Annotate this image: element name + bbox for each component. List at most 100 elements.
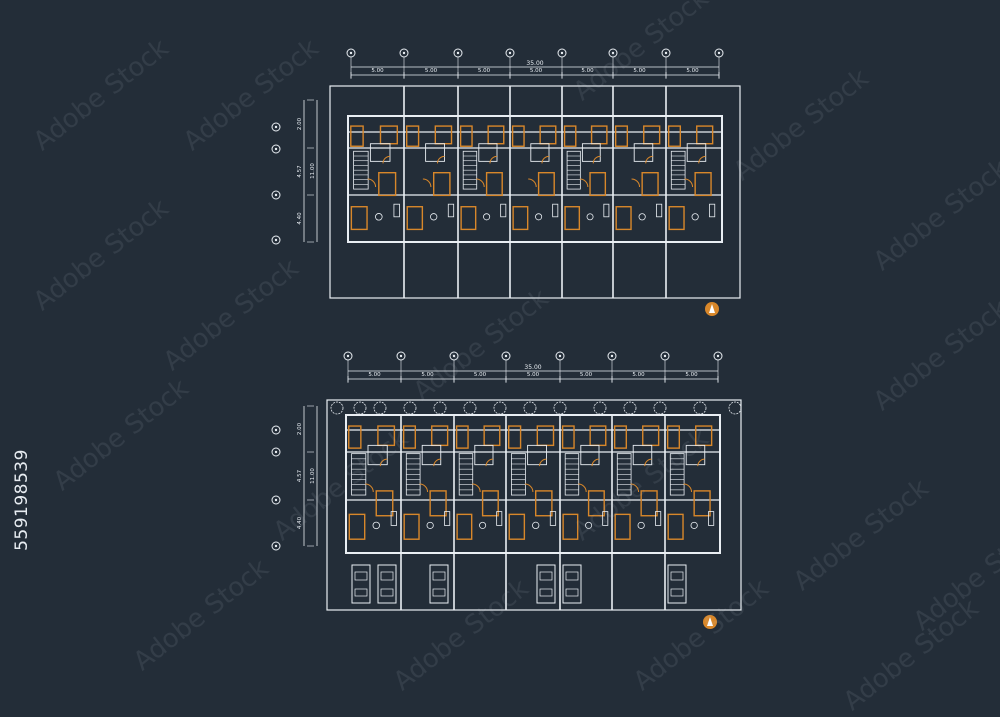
car-rear-window [354, 588, 368, 597]
grid-axis-dot [274, 498, 278, 502]
bed-furniture [403, 513, 420, 540]
bay-dimension-label: 5.00 [421, 372, 434, 378]
north-arrow-pointer [707, 617, 713, 626]
grid-axis-dot [558, 354, 562, 358]
door-swing [472, 483, 481, 493]
round-table [430, 213, 438, 221]
bed-furniture [350, 125, 364, 147]
wardrobe-furniture [487, 125, 505, 145]
table-furniture [425, 143, 445, 162]
grid-axis-dot [452, 354, 456, 358]
bed-furniture [666, 425, 681, 449]
dwelling-unit [511, 125, 559, 231]
car-windshield [565, 571, 579, 581]
parked-car [429, 564, 449, 604]
bed-furniture [459, 125, 473, 147]
door-swing [485, 458, 494, 467]
round-table [585, 521, 593, 529]
dwelling-unit [563, 125, 610, 231]
sofa-furniture [485, 171, 503, 197]
round-table [535, 213, 543, 221]
toilet-fixture [708, 511, 715, 526]
grid-axis-bubble [271, 122, 281, 132]
door-swing [437, 155, 445, 164]
table-furniture [685, 444, 706, 466]
sofa-furniture [693, 490, 711, 517]
round-table [375, 213, 383, 221]
bed-furniture [615, 206, 632, 231]
door-swing [698, 155, 706, 164]
door-swing [524, 483, 534, 493]
table-furniture [421, 444, 442, 466]
grid-axis-dot [274, 428, 278, 432]
grid-axis-bubble [271, 447, 281, 457]
grid-axis-dot [508, 51, 512, 55]
grid-axis-dot [402, 51, 406, 55]
dwelling-unit [459, 125, 507, 231]
bay-dimension-label: 5.00 [685, 372, 698, 378]
table-furniture [686, 143, 707, 162]
sofa-furniture [429, 490, 447, 517]
parked-car [536, 564, 556, 604]
grid-axis-dot [717, 51, 721, 55]
toilet-fixture [655, 511, 662, 526]
grid-axis-bubble [271, 541, 281, 551]
door-swing [683, 483, 693, 493]
north-arrow-pointer [709, 304, 715, 313]
tree-symbol [728, 401, 742, 415]
wardrobe-furniture [379, 125, 398, 145]
parked-car [562, 564, 582, 604]
wardrobe-furniture [696, 125, 714, 145]
sofa-furniture [433, 171, 451, 197]
toilet-fixture [500, 203, 507, 218]
wardrobe-furniture [431, 425, 449, 447]
door-swing [422, 178, 432, 188]
vertical-dimension-label: 4.57 [297, 165, 303, 178]
bed-furniture [456, 513, 473, 540]
grid-axis-dot [399, 354, 403, 358]
dwelling-unit [348, 425, 398, 540]
dwelling-unit [455, 425, 503, 540]
tree-symbol [403, 401, 417, 415]
grid-axis-dot [610, 354, 614, 358]
toilet-fixture [656, 203, 663, 218]
table-furniture [527, 444, 547, 466]
door-swing [592, 155, 601, 164]
table-furniture [581, 143, 601, 162]
grid-axis-dot [716, 354, 720, 358]
table-furniture [633, 143, 654, 162]
sofa-furniture [378, 171, 397, 197]
door-swing [365, 483, 374, 493]
car-windshield [354, 571, 368, 581]
vertical-total-label: 11.00 [310, 163, 316, 179]
bed-furniture [561, 425, 575, 449]
tree-symbol [353, 401, 367, 415]
tree-symbol [593, 401, 607, 415]
bed-furniture [406, 206, 424, 231]
grid-axis-dot [349, 51, 353, 55]
bay-dimension-label: 5.00 [474, 372, 487, 378]
bed-furniture [564, 206, 581, 231]
vertical-dimension-label: 4.57 [297, 469, 303, 482]
parked-car [377, 564, 397, 604]
bay-dimension-label: 5.00 [530, 68, 543, 74]
tree-symbol [653, 401, 667, 415]
table-furniture [369, 143, 391, 162]
sofa-furniture [640, 490, 658, 517]
stock-id-label: 559198539 [4, 430, 40, 570]
door-swing [697, 458, 705, 467]
bed-furniture [455, 425, 469, 449]
dwelling-unit [402, 425, 451, 540]
dwelling-unit [350, 125, 400, 231]
round-table [483, 213, 491, 221]
vertical-dimension-label: 2.00 [297, 422, 303, 435]
wardrobe-furniture [695, 425, 713, 447]
grid-axis-dot [664, 51, 668, 55]
bed-furniture [348, 425, 362, 449]
wardrobe-furniture [589, 425, 607, 447]
bay-dimension-label: 5.00 [633, 68, 646, 74]
bed-furniture [614, 125, 629, 147]
car-rear-window [670, 588, 684, 597]
bed-furniture [508, 513, 526, 540]
